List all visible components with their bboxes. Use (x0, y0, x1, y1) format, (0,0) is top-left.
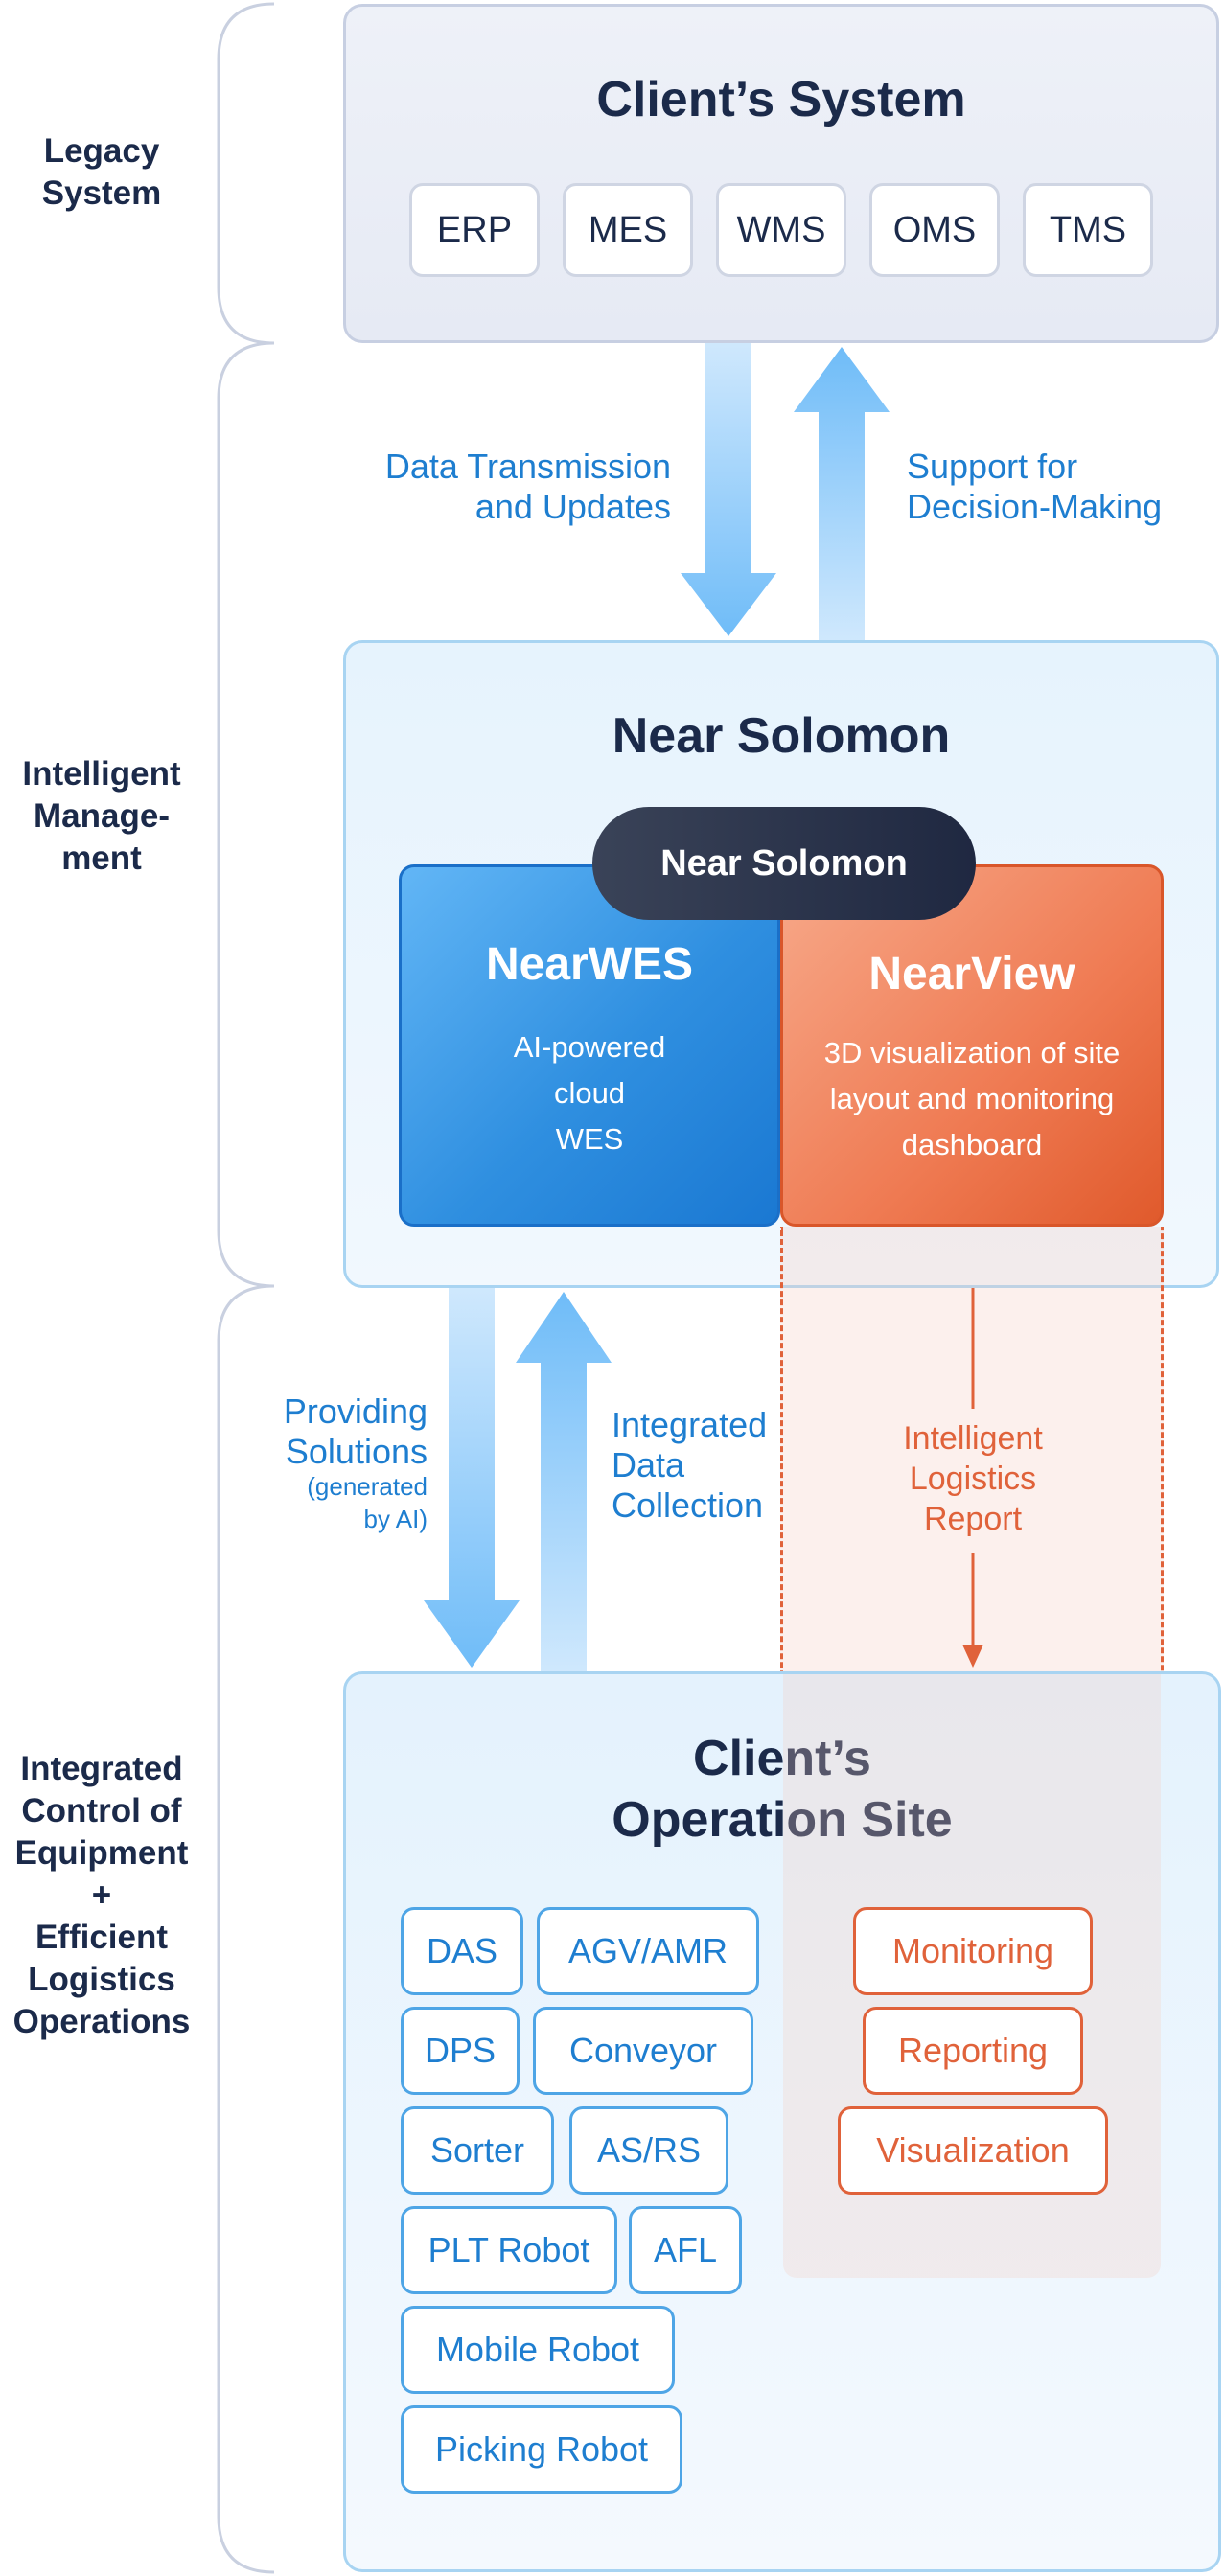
nearview-card: NearView 3D visualization of site layout… (780, 864, 1164, 1227)
nearview-title: NearView (868, 949, 1075, 1000)
side-label-integrated: Integrated Control of Equipment + Effici… (12, 1750, 191, 2040)
clients-system-title: Client’s System (596, 72, 966, 127)
arrow-up-data-collection (516, 1292, 612, 1671)
system-chip-erp: ERP (409, 183, 540, 277)
equipment-chip-agv-amr: AGV/AMR (537, 1907, 759, 1995)
clients-system-panel: Client’s System ERP MES WMS OMS TMS (343, 4, 1219, 343)
system-chip-wms: WMS (716, 183, 846, 277)
equipment-chip-as-rs: AS/RS (569, 2106, 728, 2195)
function-chip-monitoring: Monitoring (853, 1907, 1093, 1995)
system-chip-oms: OMS (869, 183, 1000, 277)
label-intelligent-logistics-report: Intelligent Logistics Report (903, 1420, 1043, 1537)
equipment-chip-dps: DPS (401, 2007, 520, 2095)
nearwes-description: AI-powered cloud WES (513, 1030, 666, 1156)
equipment-chip-sorter: Sorter (401, 2106, 554, 2195)
function-chip-visualization: Visualization (838, 2106, 1108, 2195)
equipment-chip-picking-robot: Picking Robot (401, 2405, 682, 2494)
side-label-intelligent: Intelligent Manage- ment (22, 755, 181, 877)
upper-arrows (681, 343, 890, 640)
nearview-description: 3D visualization of site layout and moni… (823, 1036, 1121, 1162)
lower-arrows (424, 1288, 612, 1671)
system-chip-mes: MES (563, 183, 693, 277)
near-solomon-title: Near Solomon (612, 708, 951, 764)
arrow-down-data-transmission (681, 343, 776, 636)
label-providing-solutions: Providing Solutions (283, 1392, 428, 1471)
nearwes-title: NearWES (485, 939, 694, 990)
section-braces (217, 2, 275, 2574)
function-chip-reporting: Reporting (863, 2007, 1083, 2095)
label-decision-support: Support for Decision-Making (907, 447, 1163, 526)
label-generated-by-ai: (generated by AI) (307, 1472, 428, 1533)
equipment-chip-afl: AFL (629, 2206, 742, 2294)
label-integrated-data-collection: Integrated Data Collection (612, 1405, 768, 1525)
side-label-legacy: Legacy System (41, 132, 162, 212)
equipment-chip-mobile-robot: Mobile Robot (401, 2306, 675, 2394)
near-solomon-pill: Near Solomon (592, 807, 976, 920)
system-chip-tms: TMS (1023, 183, 1153, 277)
equipment-chip-das: DAS (401, 1907, 523, 1995)
operation-site-title: Client’s Operation Site (612, 1731, 953, 1848)
equipment-chip-conveyor: Conveyor (533, 2007, 753, 2095)
arrow-down-providing-solutions (424, 1288, 520, 1668)
label-data-transmission: Data Transmission and Updates (384, 447, 671, 526)
equipment-chip-plt-robot: PLT Robot (401, 2206, 617, 2294)
nearwes-card: NearWES AI-powered cloud WES (399, 864, 780, 1227)
report-arrow (962, 1288, 983, 1668)
arrow-up-decision-support (794, 347, 890, 640)
